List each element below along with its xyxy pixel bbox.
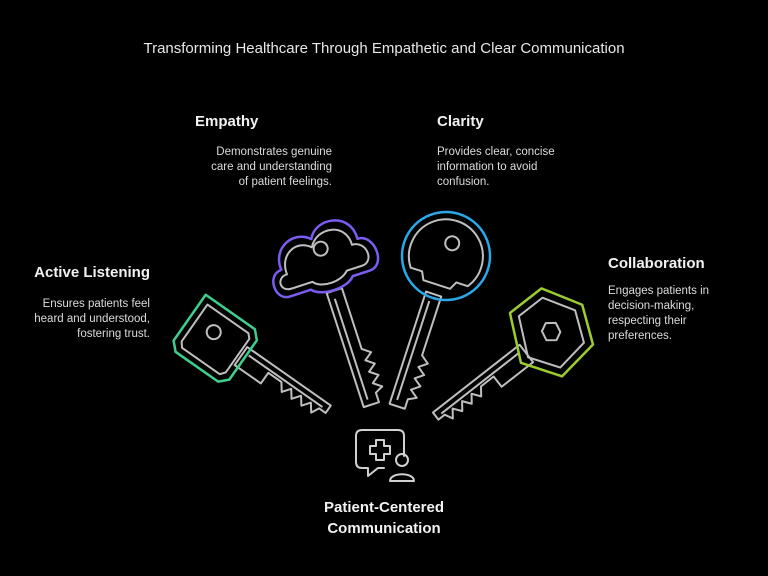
medical-patient-icon: [355, 429, 415, 482]
square-key-icon: [172, 293, 332, 414]
desc-line: preferences.: [608, 330, 672, 342]
diagram-title: Transforming Healthcare Through Empathet…: [143, 40, 625, 57]
desc-line: Ensures patients feel: [42, 298, 150, 310]
label-active-listening: Active Listening: [34, 264, 150, 281]
hexagon-key-icon: [431, 287, 595, 421]
desc-empathy: Demonstrates genuine care and understand…: [172, 145, 332, 190]
desc-line: decision-making,: [608, 300, 695, 312]
desc-line: fostering trust.: [77, 328, 150, 340]
desc-line: care and understanding: [211, 161, 332, 173]
desc-line: Demonstrates genuine: [216, 146, 332, 158]
desc-active-listening: Ensures patients feel heard and understo…: [0, 297, 150, 342]
desc-line: heard and understood,: [34, 313, 150, 325]
desc-line: information to avoid: [437, 161, 538, 173]
center-label-line: Patient-Centered: [323, 499, 445, 516]
desc-collaboration: Engages patients in decision-making, res…: [608, 284, 758, 344]
desc-line: confusion.: [437, 176, 490, 188]
center-label-line: Communication: [327, 520, 441, 537]
label-clarity: Clarity: [437, 113, 484, 130]
desc-clarity: Provides clear, concise information to a…: [437, 145, 607, 190]
label-empathy: Empathy: [195, 113, 259, 130]
desc-line: respecting their: [608, 315, 687, 327]
center-label: Patient-Centered Communication: [284, 497, 484, 539]
label-collaboration: Collaboration: [608, 255, 705, 272]
round-key-icon: [388, 210, 492, 410]
desc-line: Provides clear, concise: [437, 146, 555, 158]
desc-line: of patient feelings.: [238, 176, 332, 188]
desc-line: Engages patients in: [608, 285, 710, 297]
cloud-key-icon: [272, 219, 384, 409]
